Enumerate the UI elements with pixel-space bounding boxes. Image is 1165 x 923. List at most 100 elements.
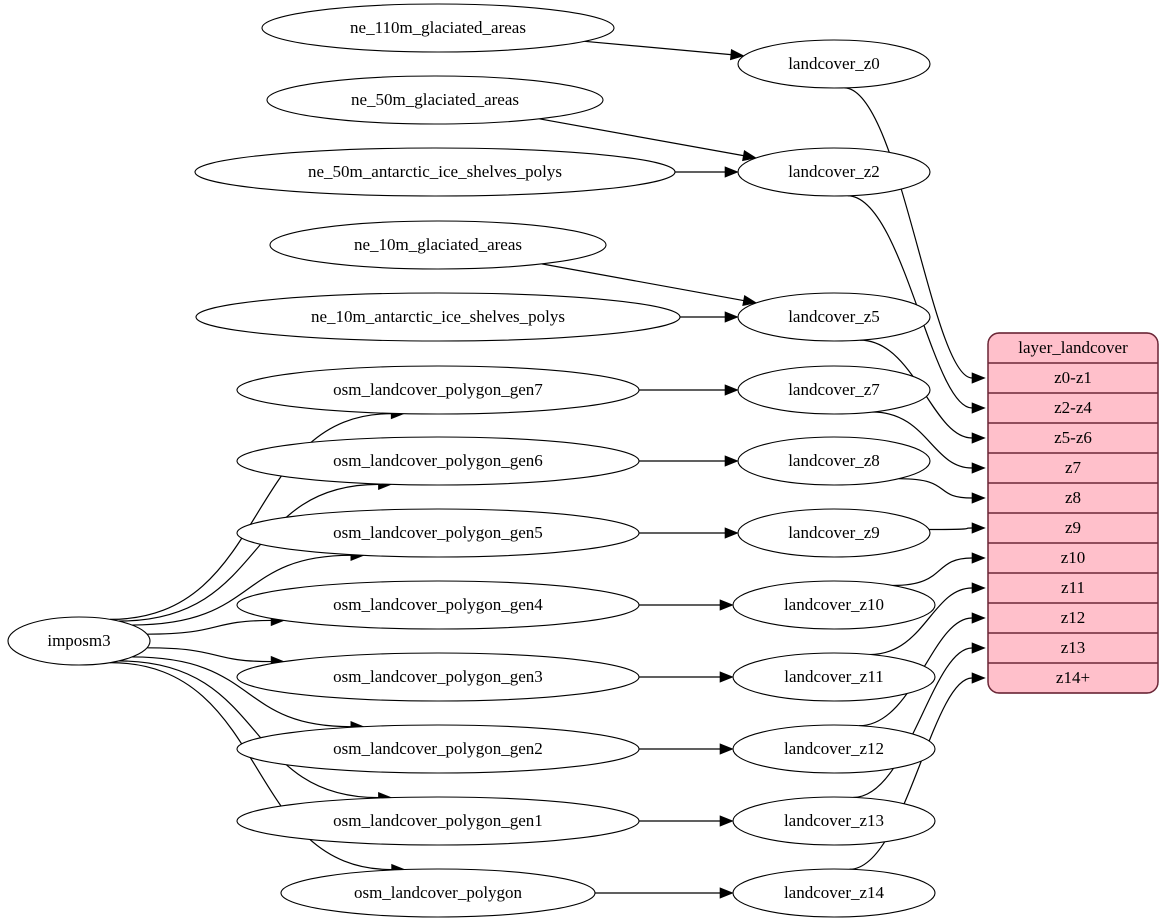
arrow-head-icon [730,48,745,61]
node-label: landcover_z12 [784,739,884,758]
edge-line [147,619,272,635]
table-row-label: z5-z6 [1054,428,1092,447]
input-node-osm_landcover_polygon_gen2[interactable]: osm_landcover_polygon_gen2 [236,724,640,774]
layer-node-landcover_z7[interactable]: landcover_z7 [737,365,931,415]
edge-line [844,87,973,379]
table-row-z2-z4[interactable]: z2-z4 [988,392,1158,417]
edge-landcover_z14-to-table_row_z14+ [849,672,986,870]
input-node-ne_50m_antarctic_ice_shelves_polys[interactable]: ne_50m_antarctic_ice_shelves_polys [194,147,676,197]
table-row-z8[interactable]: z8 [988,482,1158,507]
node-label: landcover_z11 [784,667,883,686]
edge-ne_110m_glaciated_areas-to-landcover_z0 [584,40,745,61]
source-node-imposm3[interactable]: imposm3 [7,616,151,666]
node-label: osm_landcover_polygon_gen3 [333,667,543,686]
arrow-head-icon [971,582,986,594]
table-row-z7[interactable]: z7 [988,452,1158,477]
layer-node-landcover_z2[interactable]: landcover_z2 [737,147,931,197]
table-row-label: z13 [1061,638,1086,657]
layer-node-landcover_z8[interactable]: landcover_z8 [737,436,931,486]
arrow-head-icon [724,166,739,178]
node-label: landcover_z2 [788,162,880,181]
table-row-z5-z6[interactable]: z5-z6 [988,422,1158,447]
edge-line [898,478,973,499]
node-label: landcover_z7 [788,380,880,399]
layer-node-landcover_z5[interactable]: landcover_z5 [737,292,931,342]
input-node-osm_landcover_polygon[interactable]: osm_landcover_polygon [280,868,596,918]
input-node-ne_10m_antarctic_ice_shelves_polys[interactable]: ne_10m_antarctic_ice_shelves_polys [195,292,681,342]
node-ellipse [269,220,607,270]
table-row-z0-z1[interactable]: z0-z1 [988,362,1158,387]
input-node-ne_50m_glaciated_areas[interactable]: ne_50m_glaciated_areas [266,75,604,125]
layer-node-landcover_z0[interactable]: landcover_z0 [737,39,931,89]
arrow-head-icon [742,150,757,162]
table-row-z11[interactable]: z11 [988,572,1158,597]
edge-line [109,413,392,620]
edge-line [847,195,973,409]
node-ellipse [261,3,615,53]
node-ellipse [236,508,640,558]
layer-node-landcover_z12[interactable]: landcover_z12 [732,724,936,774]
layer-node-landcover_z9[interactable]: landcover_z9 [737,508,931,558]
table-row-label: z8 [1065,488,1081,507]
table-row-z13[interactable]: z13 [988,632,1158,657]
node-ellipse [732,724,936,774]
input-node-osm_landcover_polygon_gen5[interactable]: osm_landcover_polygon_gen5 [236,508,640,558]
layer-node-landcover_z10[interactable]: landcover_z10 [732,580,936,630]
table-row-z9[interactable]: z9 [988,512,1158,537]
table-row-label: z0-z1 [1054,368,1092,387]
edge-line [539,118,744,157]
node-ellipse [266,75,604,125]
layer-node-landcover_z13[interactable]: landcover_z13 [732,796,936,846]
input-node-osm_landcover_polygon_gen4[interactable]: osm_landcover_polygon_gen4 [236,580,640,630]
layer-node-landcover_z14[interactable]: landcover_z14 [732,868,936,918]
input-node-ne_110m_glaciated_areas[interactable]: ne_110m_glaciated_areas [261,3,615,53]
table-row-z10[interactable]: z10 [988,542,1158,567]
arrow-head-icon [724,455,739,467]
table-row-label: z2-z4 [1054,398,1092,417]
edge-imposm3-to-osm_landcover_polygon_gen4 [147,614,285,635]
arrow-head-icon [971,642,986,654]
table-row-z12[interactable]: z12 [988,602,1158,627]
input-node-osm_landcover_polygon_gen7[interactable]: osm_landcover_polygon_gen7 [236,365,640,415]
node-ellipse [194,147,676,197]
arrow-head-icon [724,527,739,539]
arrow-head-icon [971,402,986,414]
node-label: landcover_z9 [788,523,880,542]
edge-osm_landcover_polygon_gen7-to-landcover_z7 [639,384,739,396]
table-row-label: z11 [1061,578,1085,597]
table-layer_landcover[interactable]: layer_landcoverz0-z1z2-z4z5-z6z7z8z9z10z… [987,332,1159,694]
node-ellipse [732,796,936,846]
node-label: osm_landcover_polygon_gen6 [333,451,543,470]
edge-landcover_z2-to-table_row_z2-z4 [847,195,986,414]
node-ellipse [236,365,640,415]
table-outline [987,332,1159,694]
arrow-head-icon [719,671,734,683]
arrow-head-icon [719,743,734,755]
table-row-label: z10 [1061,548,1086,567]
edge-osm_landcover_polygon_gen2-to-landcover_z12 [639,743,734,755]
edge-line [892,557,973,587]
node-label: landcover_z10 [784,595,884,614]
input-node-ne_10m_glaciated_areas[interactable]: ne_10m_glaciated_areas [269,220,607,270]
node-ellipse [236,580,640,630]
input-node-osm_landcover_polygon_gen6[interactable]: osm_landcover_polygon_gen6 [236,436,640,486]
edge-line [584,40,731,56]
edge-osm_landcover_polygon_gen3-to-landcover_z11 [639,671,734,683]
input-node-osm_landcover_polygon_gen1[interactable]: osm_landcover_polygon_gen1 [236,796,640,846]
edge-imposm3-to-osm_landcover_polygon_gen3 [147,647,285,668]
table-row-z14+[interactable]: z14+ [988,662,1158,687]
node-ellipse [732,868,936,918]
node-label: landcover_z8 [788,451,880,470]
edge-line [541,263,744,302]
edge-line [147,647,272,663]
node-ellipse [195,292,681,342]
node-label: osm_landcover_polygon_gen5 [333,523,543,542]
edge-landcover_z11-to-table_row_z11 [869,582,986,656]
layer-node-landcover_z11[interactable]: landcover_z11 [732,652,936,702]
edge-line [109,662,392,871]
node-label: landcover_z13 [784,811,884,830]
input-node-osm_landcover_polygon_gen3[interactable]: osm_landcover_polygon_gen3 [236,652,640,702]
arrow-head-icon [724,384,739,396]
